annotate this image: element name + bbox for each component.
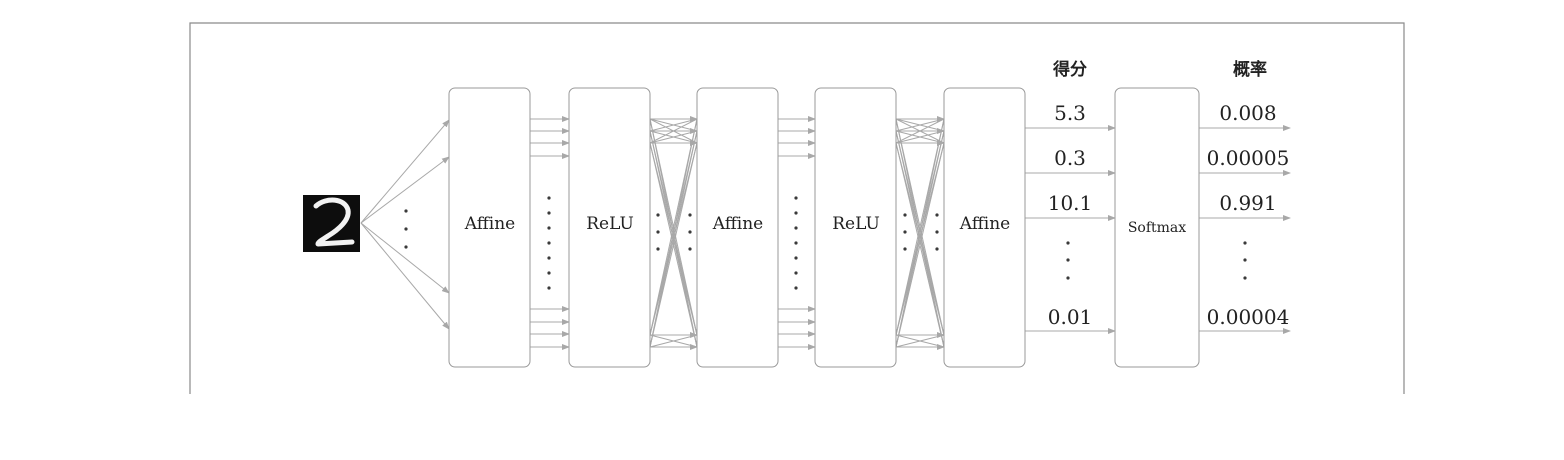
ellipsis-dot <box>404 209 408 213</box>
ellipsis-dot <box>903 230 907 234</box>
ellipsis-dot <box>688 213 692 217</box>
ellipsis-dot <box>656 213 660 217</box>
score-value: 0.3 <box>1054 146 1086 170</box>
ellipsis-dot <box>547 211 551 215</box>
ellipsis-dot <box>794 286 798 290</box>
dense-connection <box>649 118 698 144</box>
layer-affine-2: Affine <box>696 87 779 368</box>
ellipsis-dot <box>404 227 408 231</box>
dense-connection <box>649 118 698 132</box>
ellipsis-dot <box>404 245 408 249</box>
layer-relu-1: ReLU <box>568 87 651 368</box>
layer-box-relu-1 <box>568 87 651 368</box>
layer-label-softmax: Softmax <box>1128 220 1186 236</box>
ellipsis-dot <box>1243 241 1247 245</box>
ellipsis-dots <box>404 196 1247 290</box>
dense-connection <box>895 142 945 348</box>
dense-connection <box>895 118 945 132</box>
ellipsis-dot <box>903 247 907 251</box>
layer-box-affine-2 <box>696 87 779 368</box>
ellipsis-dot <box>935 213 939 217</box>
layer-box-affine-3 <box>943 87 1026 368</box>
layer-relu-2: ReLU <box>814 87 897 368</box>
input-digit-stroke <box>313 197 355 247</box>
layer-box-softmax <box>1114 87 1200 368</box>
ellipsis-dot <box>794 211 798 215</box>
ellipsis-dot <box>547 286 551 290</box>
layer-label-relu-2: ReLU <box>832 214 880 234</box>
ellipsis-dot <box>1066 241 1070 245</box>
layer-affine-3: Affine <box>943 87 1026 368</box>
scores-header: 得分 <box>1052 59 1087 80</box>
ellipsis-dot <box>547 196 551 200</box>
ellipsis-dot <box>1066 276 1070 280</box>
score-value: 5.3 <box>1054 101 1086 125</box>
layer-label-affine-2: Affine <box>712 214 764 234</box>
ellipsis-dot <box>794 226 798 230</box>
ellipsis-dot <box>547 241 551 245</box>
dense-connection <box>895 334 945 348</box>
input-connection <box>360 119 450 224</box>
layer-label-relu-1: ReLU <box>586 214 634 234</box>
probability-value: 0.00005 <box>1207 146 1290 170</box>
score-value: 10.1 <box>1048 191 1093 215</box>
probability-value: 0.991 <box>1219 191 1276 215</box>
ellipsis-dot <box>903 213 907 217</box>
connections <box>360 116 1291 350</box>
ellipsis-dot <box>656 230 660 234</box>
ellipsis-dot <box>794 271 798 275</box>
input-connection <box>360 222 450 330</box>
layer-label-affine-1: Affine <box>464 214 516 234</box>
ellipsis-dot <box>794 241 798 245</box>
input-connection <box>360 222 450 294</box>
layer-box-affine-1 <box>448 87 531 368</box>
ellipsis-dot <box>1243 276 1247 280</box>
dense-connection <box>895 130 945 144</box>
dense-connection <box>649 334 698 348</box>
dense-connection <box>649 130 698 144</box>
input-digit-image <box>303 195 360 252</box>
ellipsis-dot <box>1243 258 1247 262</box>
ellipsis-dot <box>688 247 692 251</box>
ellipsis-dot <box>1066 258 1070 262</box>
probabilities-header: 概率 <box>1233 59 1267 80</box>
dense-connection <box>649 142 698 348</box>
layer-label-affine-3: Affine <box>959 214 1011 234</box>
ellipsis-dot <box>547 226 551 230</box>
ellipsis-dot <box>935 230 939 234</box>
dense-connection <box>895 118 945 144</box>
ellipsis-dot <box>688 230 692 234</box>
probability-value: 0.00004 <box>1207 305 1290 329</box>
ellipsis-dot <box>656 247 660 251</box>
ellipsis-dot <box>794 196 798 200</box>
ellipsis-dot <box>935 247 939 251</box>
layer-affine-1: Affine <box>448 87 531 368</box>
score-value: 0.01 <box>1048 305 1093 329</box>
layer-softmax: Softmax <box>1114 87 1200 368</box>
input-connection <box>360 156 450 224</box>
probability-value: 0.008 <box>1219 101 1276 125</box>
ellipsis-dot <box>794 256 798 260</box>
ellipsis-dot <box>547 271 551 275</box>
layer-box-relu-2 <box>814 87 897 368</box>
ellipsis-dot <box>547 256 551 260</box>
